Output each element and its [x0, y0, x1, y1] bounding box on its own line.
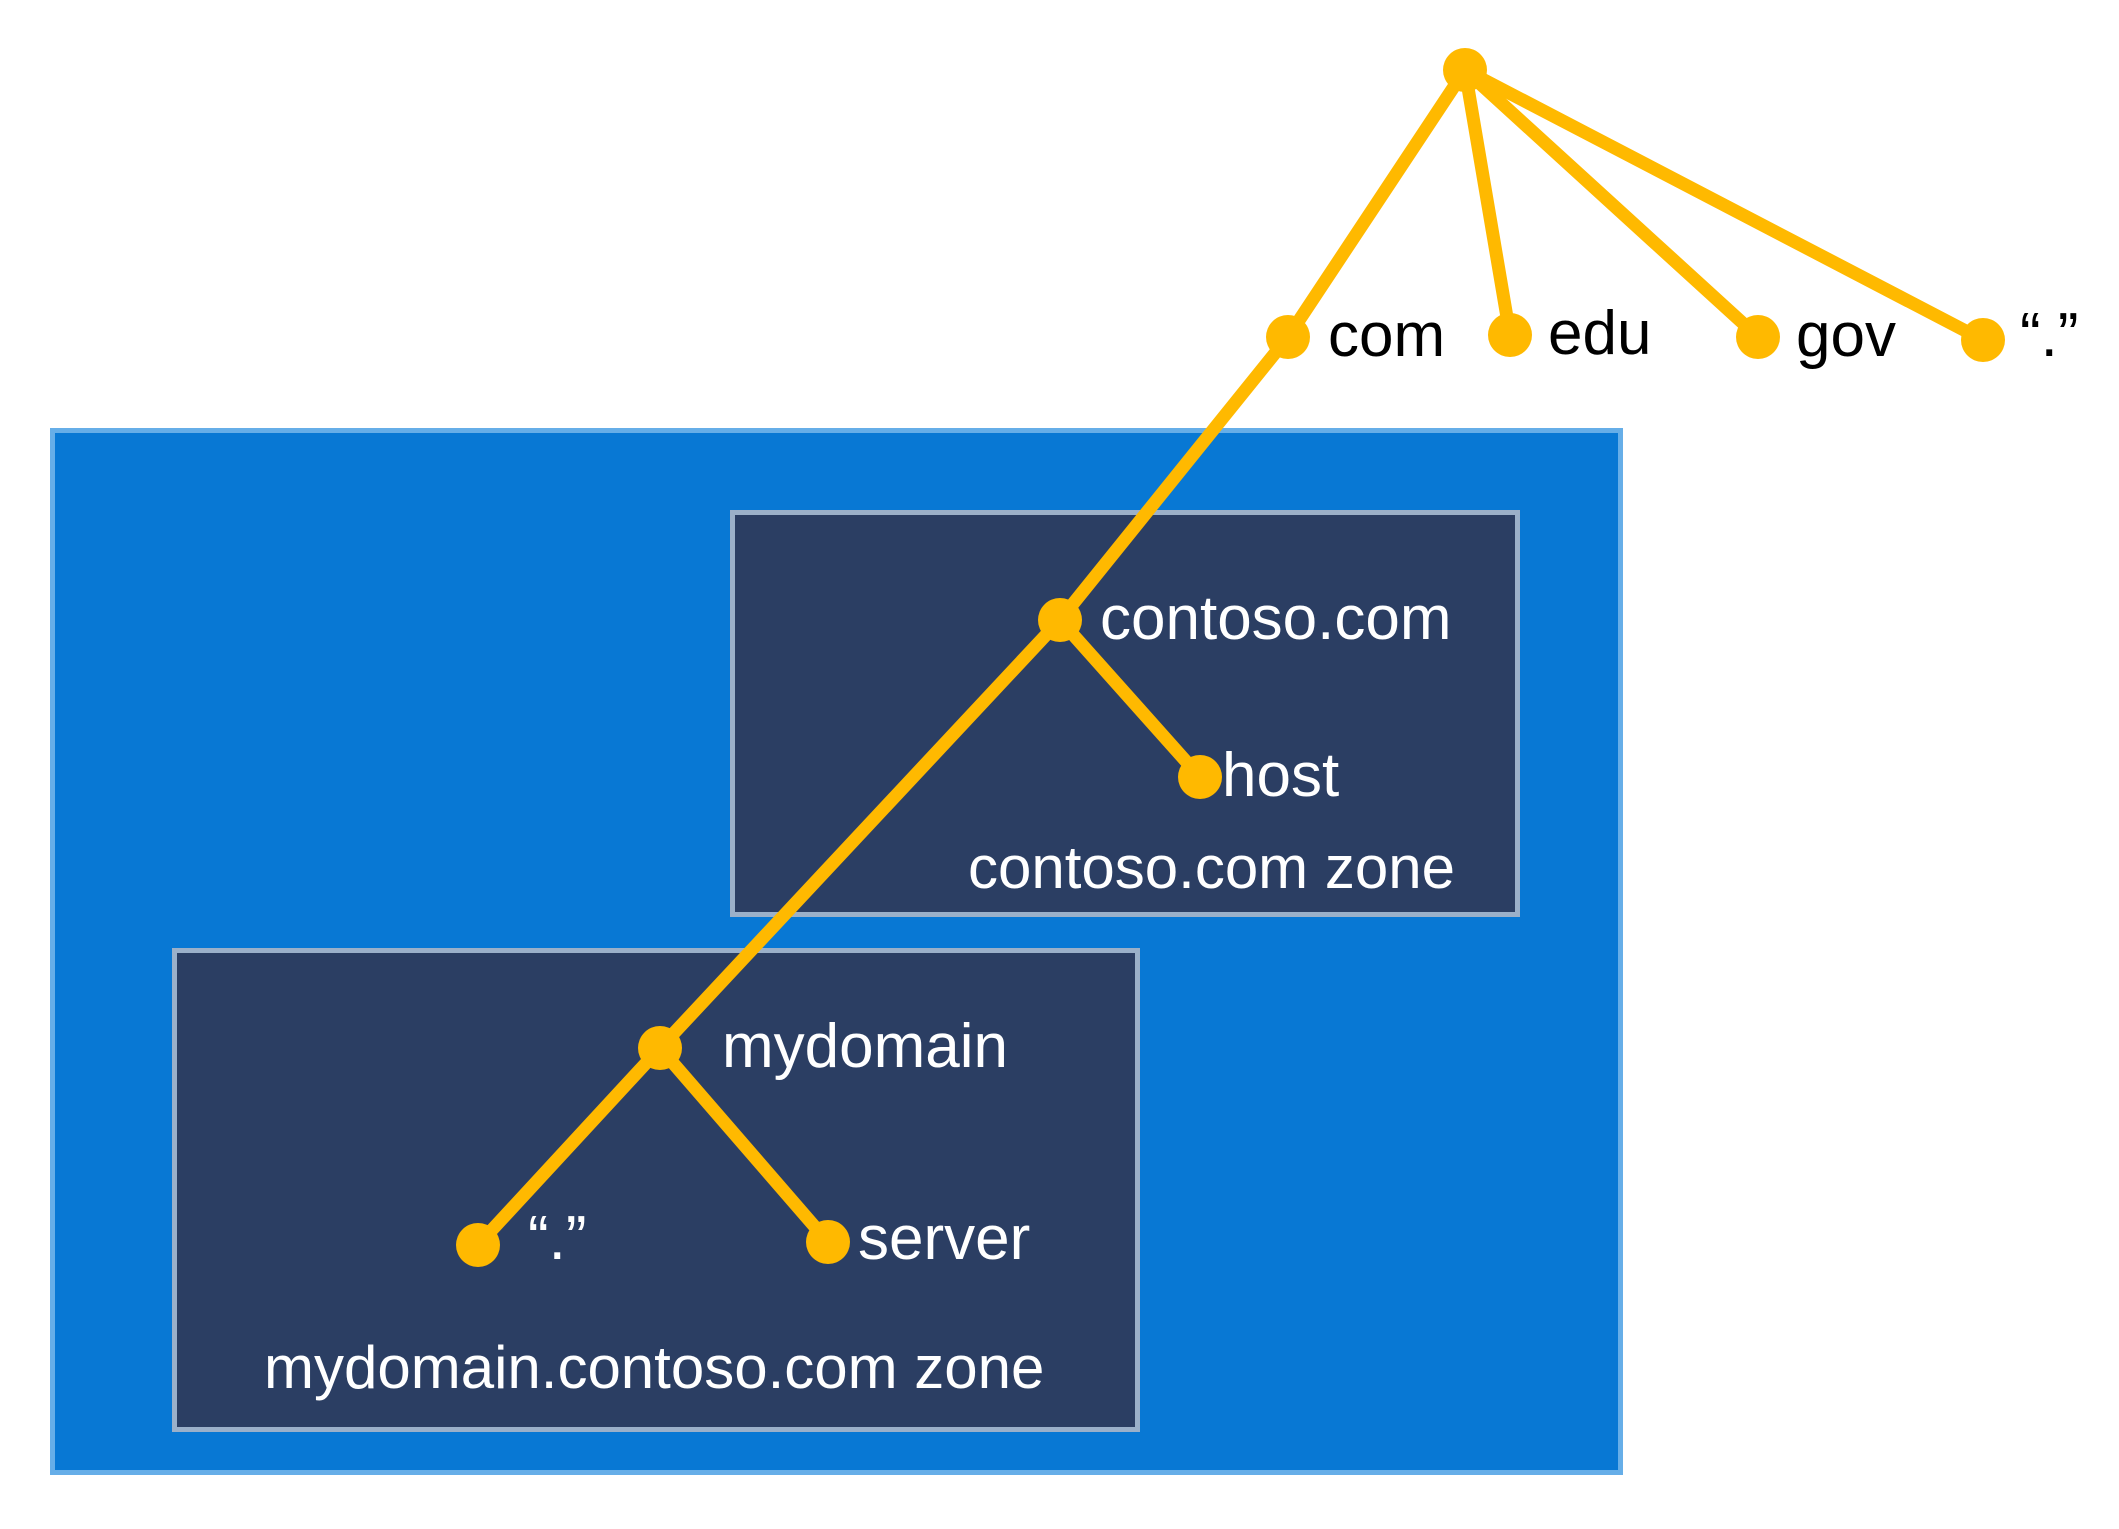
dot-tld-node — [1961, 318, 2005, 362]
edu-node-label: edu — [1548, 299, 1652, 368]
edge-contoso-to-host — [1053, 613, 1207, 784]
host-node-label: host — [1222, 741, 1340, 810]
mydomain-node-label: mydomain — [722, 1012, 1008, 1081]
edge-com-to-contoso — [1053, 330, 1295, 627]
mydomain-contoso-com-zone-box-caption: mydomain.contoso.com zone — [264, 1334, 1045, 1401]
tree-nodes — [456, 48, 2005, 1267]
edge-mydomain-to-server — [653, 1041, 835, 1249]
contoso-com-node-label: contoso.com — [1100, 584, 1452, 653]
contoso-com-node — [1038, 598, 1082, 642]
contoso-com-zone-box-caption: contoso.com zone — [968, 834, 1455, 901]
tree-edges — [471, 63, 1990, 1252]
edu-node — [1488, 313, 1532, 357]
gov-node — [1736, 315, 1780, 359]
edge-root-to-gov — [1458, 63, 1765, 344]
mydomain-node — [638, 1026, 682, 1070]
dot-tld-node-label: “.” — [2020, 301, 2079, 370]
dot-apex-node-label: “.” — [528, 1204, 587, 1273]
server-node — [806, 1220, 850, 1264]
gov-node-label: gov — [1796, 301, 1896, 370]
server-node-label: server — [858, 1204, 1031, 1273]
edge-contoso-to-mydomain — [653, 613, 1067, 1055]
dot-apex-node — [456, 1223, 500, 1267]
com-node — [1266, 315, 1310, 359]
edge-mydomain-to-dot — [471, 1041, 667, 1252]
edge-root-to-com — [1281, 63, 1472, 344]
host-node — [1178, 755, 1222, 799]
contoso-com-zone-box — [730, 510, 1520, 917]
edge-root-to-dot — [1458, 63, 1990, 347]
edge-root-to-edu — [1458, 63, 1517, 342]
root-node — [1443, 48, 1487, 92]
com-node-label: com — [1328, 301, 1446, 370]
